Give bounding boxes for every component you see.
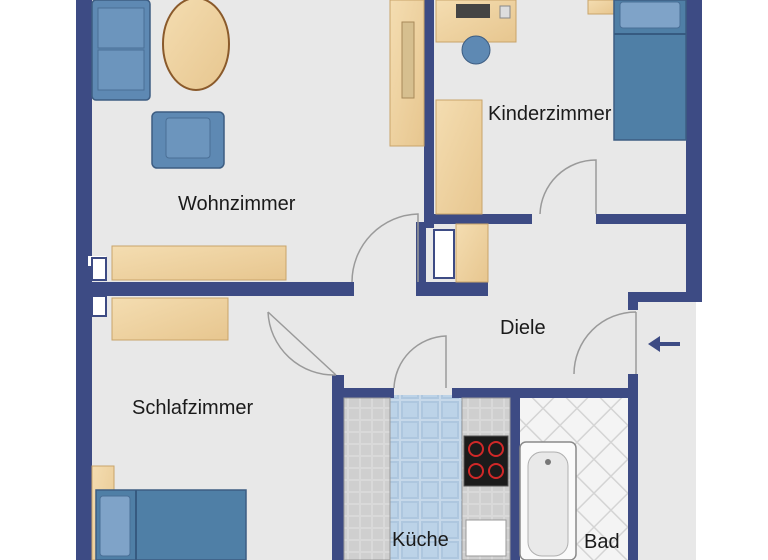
sofa-cushion [97,49,145,91]
closet-niche [433,229,455,279]
pillow [99,495,131,557]
shelf [111,245,287,281]
monitor [456,4,490,18]
hall-cabinet [455,223,489,283]
kids-room-furniture [435,0,687,215]
room-label-wohnzimmer: Wohnzimmer [178,193,296,215]
tv [401,21,415,99]
doors [267,159,637,389]
room-label-schlafzimmer: Schlafzimmer [132,397,253,419]
window [91,295,107,317]
window [91,257,107,281]
armchair-seat [165,117,211,159]
bath-fixtures [519,441,577,560]
nightstand [587,0,615,15]
room-label-diele: Diele [500,317,546,339]
wardrobe [435,99,483,215]
room-label-kueche: Küche [392,529,449,551]
sink [465,519,507,557]
arrow-left-icon [648,336,680,352]
sofa-cushion [97,7,145,49]
kitchen-fixtures [343,397,511,560]
bathtub-basin [527,451,569,557]
phone [499,5,511,19]
coffee-table [162,0,230,91]
wardrobe [111,297,229,341]
walls [76,0,702,560]
living-room-furniture [91,0,425,281]
desk-chair [461,35,491,65]
pillow [619,1,681,29]
room-label-kinderzimmer: Kinderzimmer [488,103,612,125]
kitchen-counter [343,397,391,560]
bedroom-furniture [91,297,247,560]
room-label-bad: Bad [584,531,620,553]
